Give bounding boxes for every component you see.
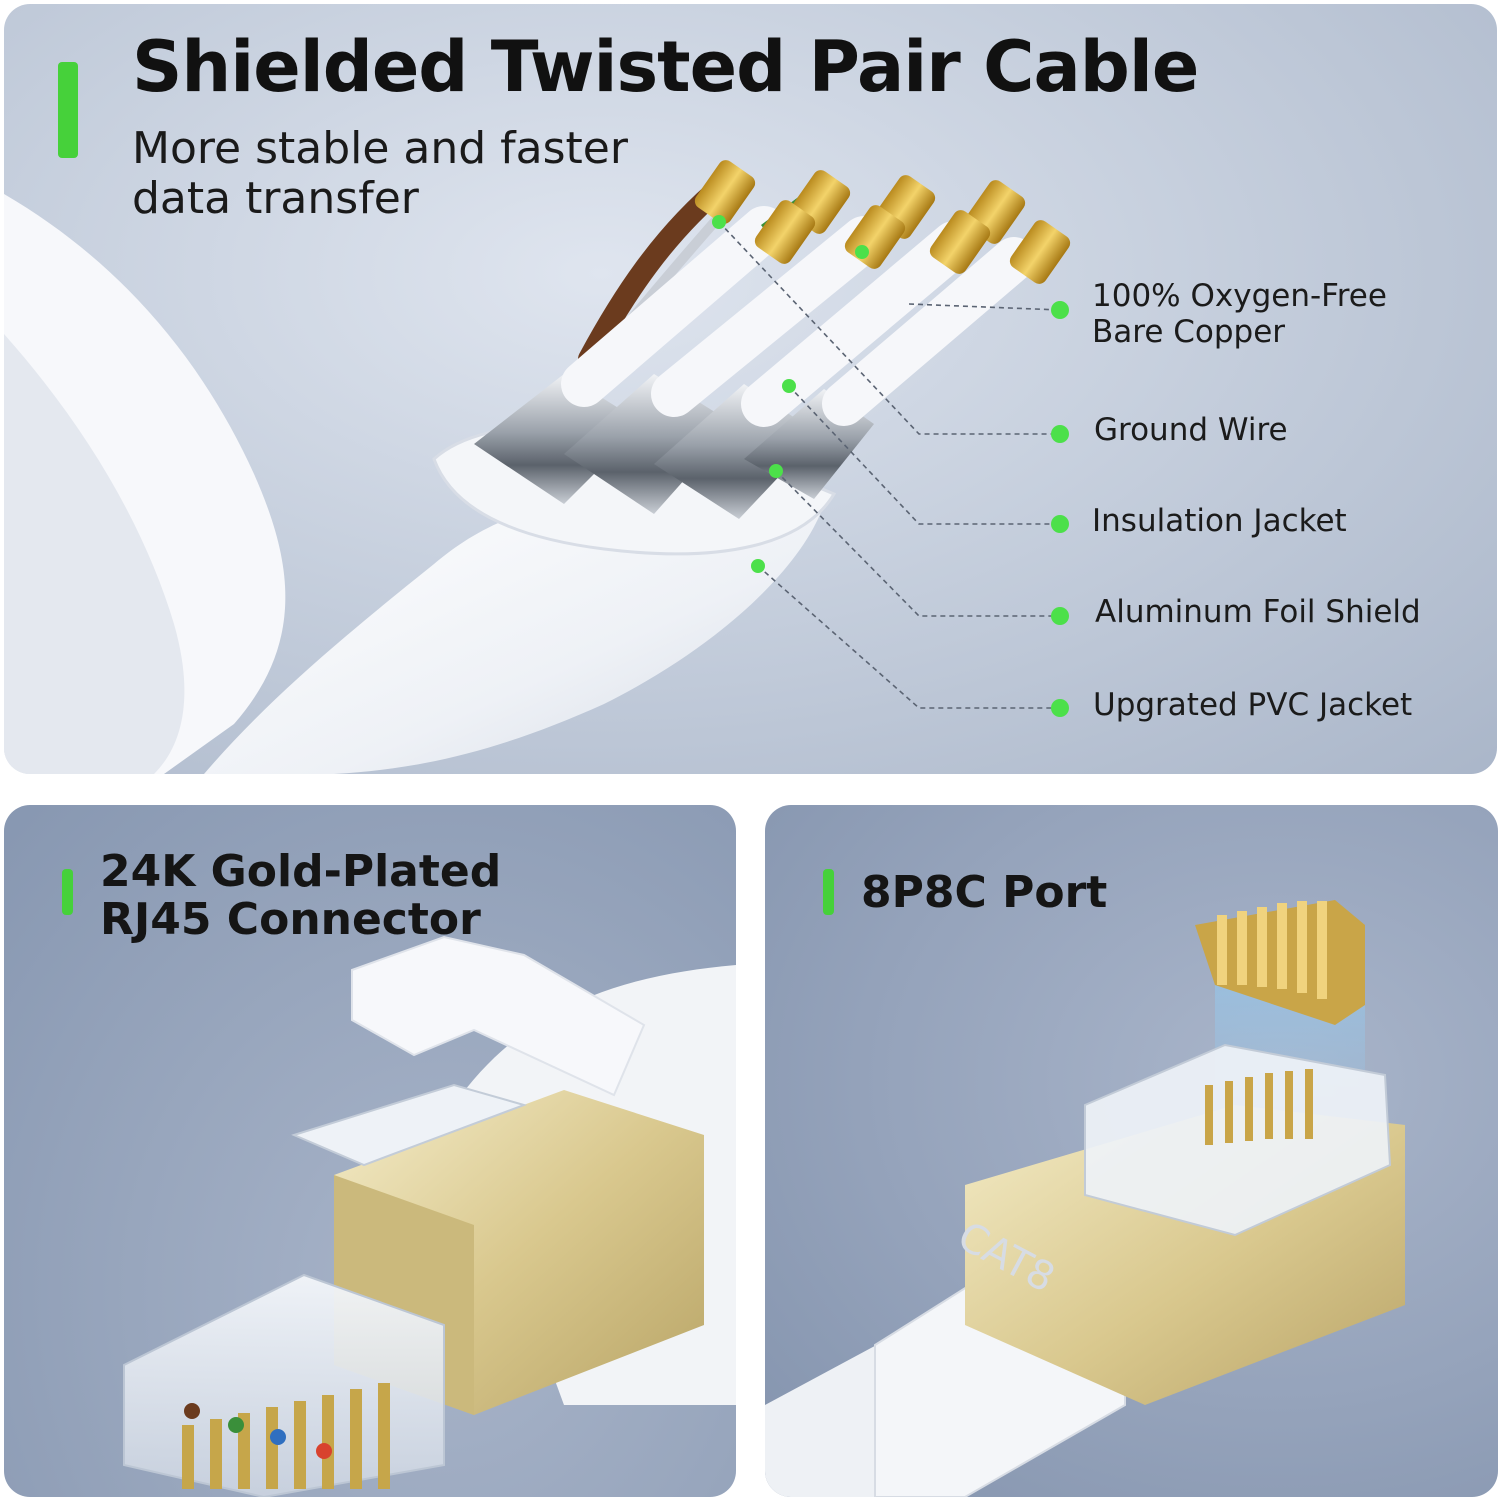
connector-accent-bar [62,869,73,915]
wire-color-dots [184,1403,332,1459]
cable-structure-panel: Shielded Twisted Pair Cable More stable … [4,4,1497,774]
latch [351,935,646,1097]
rj45-connector-illustration [123,935,736,1497]
title-accent-bar [58,62,78,158]
connector-panel: 24K Gold-Plated RJ45 Connector [4,805,736,1497]
floating-gold-contacts [1195,900,1365,1025]
gold-conductor-tips [694,160,1071,284]
callout-leaders [718,221,1061,709]
rj45-port-illustration: CAT8 [765,900,1405,1497]
page-title: Shielded Twisted Pair Cable [132,26,1199,108]
callout-dots [712,215,1069,717]
callout-label-pvc-jacket: Upgrated PVC Jacket [1093,687,1413,723]
plug-pins [1205,1069,1313,1145]
clear-plug-head [1084,1043,1392,1237]
gold-pins [182,1383,390,1489]
callout-label-ground-wire: Ground Wire [1094,412,1288,448]
port-accent-bar [823,869,834,915]
page-subtitle: More stable and faster data transfer [132,123,628,224]
callout-label-insulation: Insulation Jacket [1092,503,1347,539]
insulated-wires [561,195,1036,427]
cable-body [204,492,824,774]
port-title: 8P8C Port [861,867,1108,918]
connector-title: 24K Gold-Plated RJ45 Connector [100,846,502,945]
clear-plug-body [123,1273,445,1497]
callout-label-foil-shield: Aluminum Foil Shield [1095,594,1421,630]
cable-cross-section-illustration [4,160,1071,774]
port-panel: CAT8 8P8C Port [765,805,1498,1497]
callout-label-copper: 100% Oxygen-Free Bare Copper [1092,278,1387,350]
pvc-jacket-fold [4,334,185,774]
